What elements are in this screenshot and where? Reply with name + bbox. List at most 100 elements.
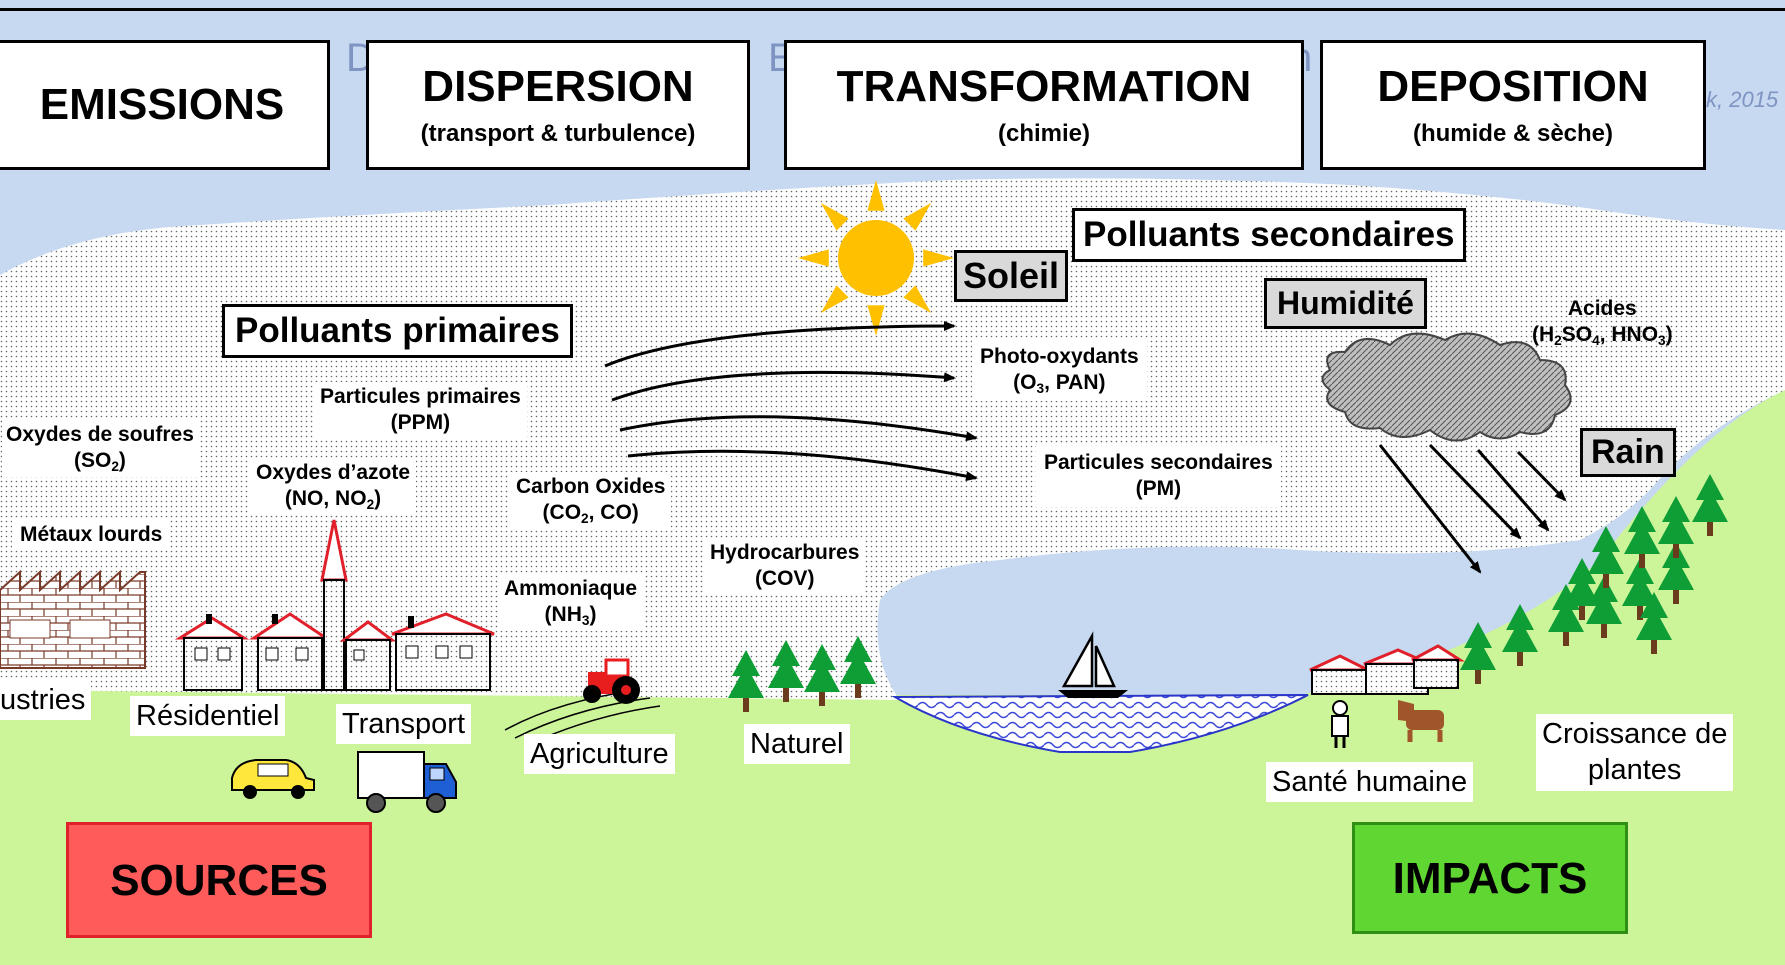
- nitrogen-oxides-formula: (NO, NO2): [284, 487, 382, 513]
- nitrogen-oxides-label: Oxydes d’azote (NO, NO2): [250, 458, 417, 515]
- nitrogen-oxides-name: Oxydes d’azote: [256, 461, 411, 484]
- factory-icon: [0, 569, 146, 669]
- truck-icon: [357, 751, 457, 813]
- secondary-particles-formula: (PM): [1135, 477, 1182, 501]
- sun-ray: [867, 305, 885, 336]
- rain-label: Rain: [1580, 428, 1676, 477]
- tree-icon: [768, 640, 804, 702]
- stage-dispersion: DISPERSION (transport & turbulence): [366, 40, 750, 170]
- sun-ray: [867, 180, 885, 211]
- tree-icon: [1460, 622, 1496, 684]
- industries-label: ustries: [0, 680, 92, 721]
- trees: [728, 474, 1728, 712]
- carbon-oxides-formula: (CO2, CO): [542, 501, 639, 527]
- photo-oxidants-formula: (O3, PAN): [1013, 371, 1106, 397]
- arrow-1: [604, 321, 956, 368]
- tree-icon: [1622, 558, 1658, 620]
- sulfur-oxides-label: Oxydes de soufres (SO2): [2, 420, 198, 477]
- stage-dispersion-title: DISPERSION: [422, 62, 694, 111]
- tree-icon: [1548, 584, 1584, 646]
- sun-ray: [903, 285, 932, 314]
- secondary-pollutants-label: Polluants secondaires: [1072, 208, 1466, 262]
- tree-icon: [1658, 542, 1694, 604]
- residential-houses-icon: [174, 519, 495, 691]
- citation-fragment: k, 2015: [1706, 87, 1779, 112]
- hydrocarbons-name: Hydrocarbures: [710, 541, 860, 564]
- rain-arrow-4: [1516, 450, 1567, 502]
- rain-cloud-icon: [1321, 332, 1572, 442]
- stage-transformation-sub: (chimie): [997, 120, 1090, 147]
- sailboat-icon: [1058, 631, 1128, 698]
- hydrocarbons-formula: (COV): [754, 567, 815, 591]
- carbon-oxides-label: Carbon Oxides (CO2, CO): [510, 472, 672, 529]
- tree-icon: [728, 650, 764, 712]
- tree-icon: [1564, 558, 1600, 620]
- sun-ray: [923, 249, 954, 267]
- impacts-section: IMPACTS: [1352, 822, 1628, 934]
- stage-emissions-title: EMISSIONS: [39, 80, 285, 129]
- rain-arrow-1: [1378, 444, 1482, 574]
- tree-icon: [1588, 526, 1624, 588]
- human-health-label: Santé humaine: [1266, 762, 1474, 803]
- lake: [891, 694, 1309, 753]
- photo-oxidants-name: Photo-oxydants: [980, 345, 1139, 368]
- plant-growth-line2: plantes: [1587, 754, 1682, 787]
- primary-particles-formula: (PPM): [390, 411, 451, 435]
- plant-growth-line1: Croissance de: [1542, 718, 1728, 750]
- residential-label: Résidentiel: [130, 696, 286, 737]
- cow-icon: [1398, 700, 1444, 742]
- primary-particles-label: Particules primaires (PPM): [314, 382, 527, 439]
- ammonia-name: Ammoniaque: [504, 577, 638, 600]
- arrow-4: [627, 449, 978, 482]
- tree-icon: [840, 636, 876, 698]
- tractor-icon: [583, 658, 640, 704]
- arrow-2: [611, 370, 956, 402]
- transport-label: Transport: [336, 704, 472, 745]
- tree-icon: [1692, 474, 1728, 536]
- arrow-3: [619, 415, 978, 442]
- person-icon: [1331, 700, 1349, 748]
- sun-ray: [798, 249, 829, 267]
- stage-dispersion-sub: (transport & turbulence): [420, 120, 696, 147]
- secondary-particles-label: Particules secondaires (PM): [1036, 446, 1281, 507]
- stage-emissions: EMISSIONS: [0, 40, 330, 170]
- stage-transformation-title: TRANSFORMATION: [836, 62, 1252, 111]
- car-icon: [231, 759, 315, 799]
- top-border: [0, 8, 1785, 11]
- agriculture-label: Agriculture: [524, 734, 675, 775]
- hydrocarbons-label: Hydrocarbures (COV): [704, 538, 866, 595]
- tree-icon: [804, 644, 840, 706]
- sun-ray: [820, 202, 849, 231]
- sources-section: SOURCES: [66, 822, 372, 938]
- stage-transformation: TRANSFORMATION (chimie): [784, 40, 1304, 170]
- ammonia-label: Ammoniaque (NH3): [498, 574, 644, 631]
- sun-ray: [820, 285, 849, 314]
- rain-arrow-3: [1476, 449, 1550, 532]
- sulfur-oxides-formula: (SO2): [73, 449, 126, 475]
- humidity-label: Humidité: [1264, 278, 1427, 329]
- village-icon: [1309, 644, 1466, 695]
- rain-arrow-2: [1428, 443, 1522, 540]
- plant-growth-label: Croissance de plantes: [1536, 714, 1734, 791]
- stage-deposition: DEPOSITION (humide & sèche): [1320, 40, 1706, 170]
- ground: [0, 390, 1785, 965]
- acids-name: Acides: [1567, 297, 1637, 320]
- photo-oxidants-label: Photo-oxydants (O3, PAN): [972, 340, 1147, 401]
- acids-formula: (H2SO4, HNO3): [1532, 323, 1673, 349]
- transformation-arrows: [604, 321, 1567, 574]
- natural-label: Naturel: [744, 724, 850, 765]
- sun-icon: [798, 180, 954, 336]
- sulfur-oxides-name: Oxydes de soufres: [6, 423, 194, 446]
- acids-label: Acides (H2SO4, HNO3): [1532, 296, 1673, 349]
- tree-icon: [1636, 592, 1672, 654]
- tree-icon: [1586, 576, 1622, 638]
- sun-label: Soleil: [954, 250, 1069, 302]
- tree-icon: [1502, 604, 1538, 666]
- primary-pollutants-label: Polluants primaires: [222, 304, 573, 358]
- secondary-particles-name: Particules secondaires: [1044, 451, 1273, 474]
- tree-icon: [1658, 496, 1694, 558]
- stage-deposition-title: DEPOSITION: [1377, 62, 1649, 111]
- tree-icon: [1624, 506, 1660, 568]
- ammonia-formula: (NH3): [544, 603, 597, 629]
- stage-deposition-sub: (humide & sèche): [1412, 120, 1614, 147]
